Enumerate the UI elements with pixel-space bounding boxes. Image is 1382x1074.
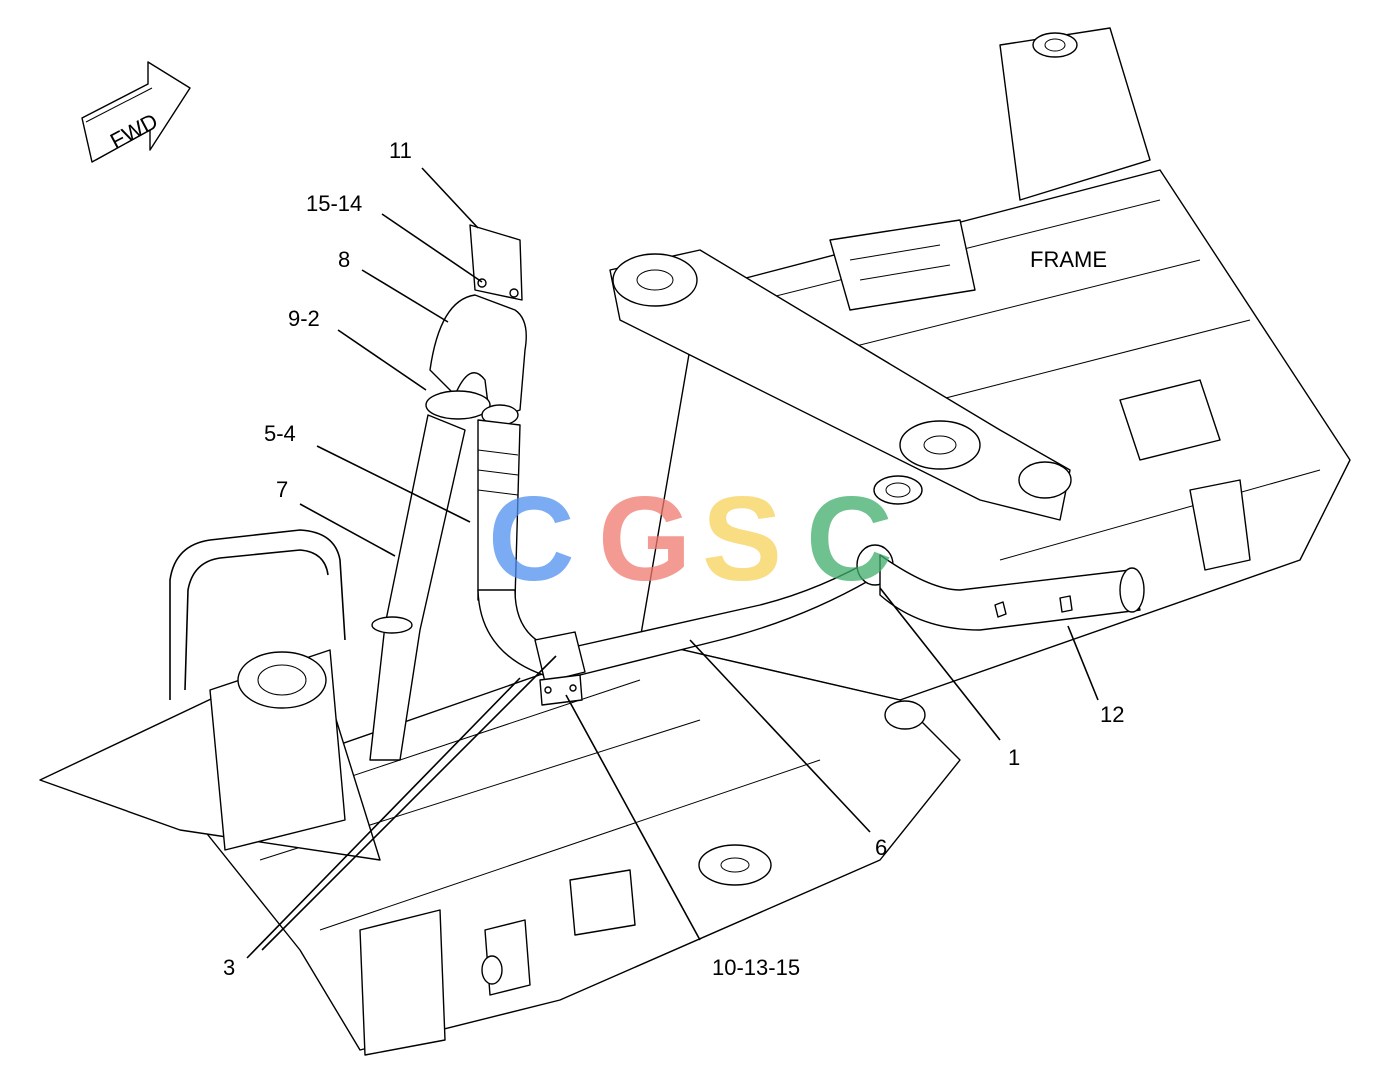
callouts: 11 15-14 8 9-2 5-4 7 3 10-13-15 6 1 12 <box>223 138 1124 980</box>
pipe-12 <box>879 554 1141 631</box>
watermark-letter: S <box>702 472 782 606</box>
callout-12: 12 <box>1100 702 1124 727</box>
callout-3: 3 <box>223 955 235 980</box>
watermark-letter: G <box>598 472 691 606</box>
callout-1: 1 <box>1008 745 1020 770</box>
elbow-8 <box>429 294 527 421</box>
callout-15-14: 15-14 <box>306 191 362 216</box>
callout-9-2: 9-2 <box>288 306 320 331</box>
machine-frame-drawing <box>39 27 1351 1056</box>
watermark-letter: C <box>488 472 575 606</box>
callout-11: 11 <box>389 138 412 163</box>
callout-8: 8 <box>338 247 350 272</box>
watermark-letter: C <box>806 472 893 606</box>
callout-5-4: 5-4 <box>264 421 296 446</box>
leader-lines <box>246 167 1099 959</box>
clamp-3 <box>534 631 586 683</box>
callout-10-13-15: 10-13-15 <box>712 955 800 980</box>
frame-label: FRAME <box>1030 247 1107 272</box>
hose-assembly <box>369 224 1145 761</box>
callout-6: 6 <box>875 835 887 860</box>
callout-7: 7 <box>276 477 288 502</box>
fwd-arrow: FWD <box>81 61 191 163</box>
plate-10-13-15 <box>539 674 583 706</box>
